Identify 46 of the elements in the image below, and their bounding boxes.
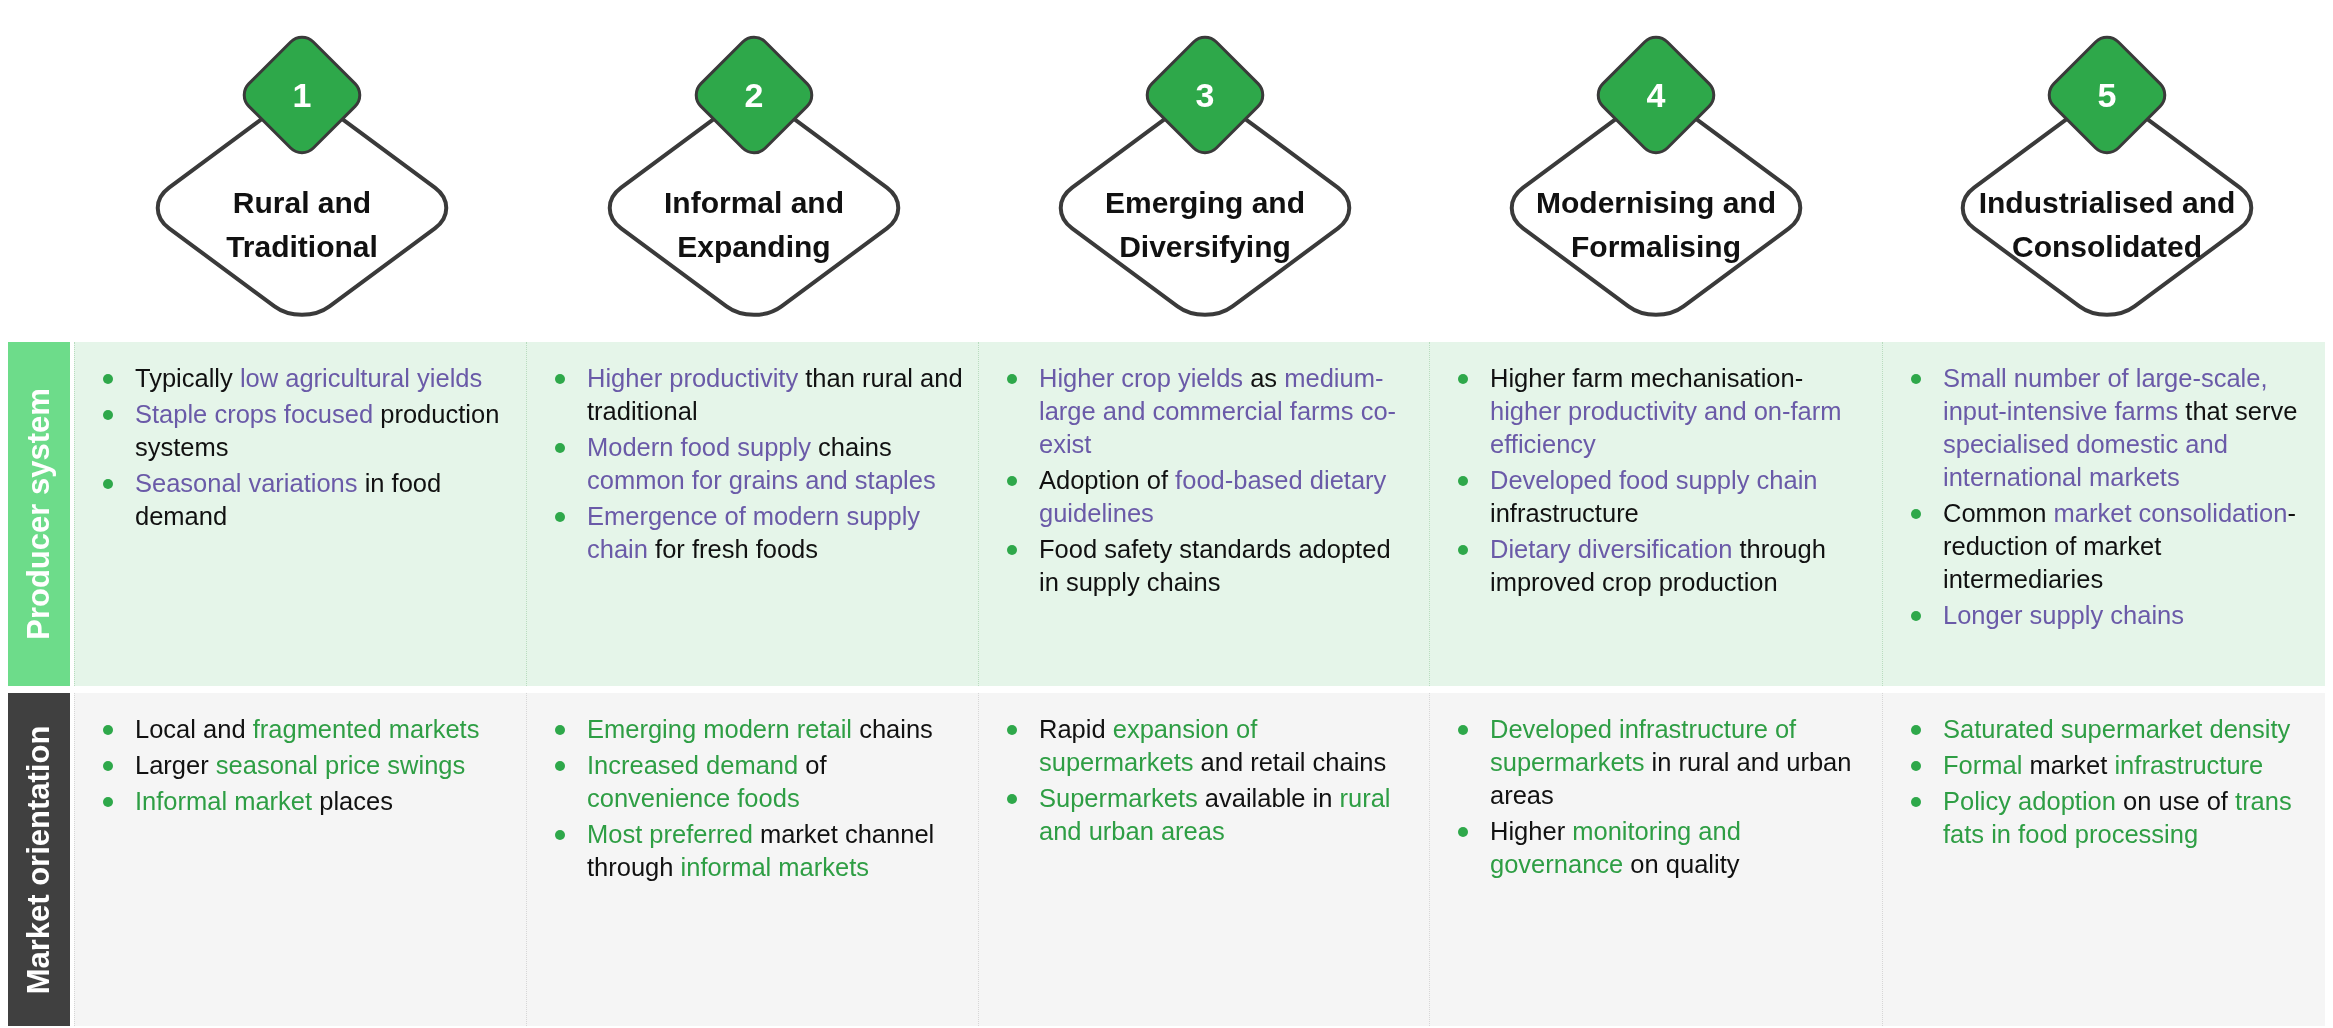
- bullet-text: Typically low agricultural yields: [135, 364, 483, 392]
- bullet-text: Developed infrastructure of supermarkets in rural and urban areas: [1490, 715, 1852, 809]
- bullet-text: Larger seasonal price swings: [135, 751, 466, 779]
- table-cell: [978, 693, 1429, 1026]
- stage-title: Modernising and Formalising: [1535, 185, 1777, 265]
- table-cell: [74, 342, 526, 686]
- bullet-text: Saturated supermarket density: [1943, 715, 2291, 743]
- bullet-text: Supermarkets available in rural and urban areas: [1039, 784, 1391, 845]
- table-cell: [1882, 342, 2325, 686]
- bullet-text: Emerging modern retail chains: [587, 715, 933, 743]
- table-cell: [526, 693, 978, 1026]
- bullet-text: Local and fragmented markets: [135, 715, 480, 743]
- stage-title: Informal and Expanding: [663, 185, 845, 265]
- bullet-text: Adoption of food-based dietary guidelines: [1039, 466, 1387, 527]
- stage-number: 3: [1195, 75, 1215, 115]
- bullet-text: Dietary diversification through improved crop production: [1490, 535, 1826, 596]
- table-cell: [1429, 693, 1882, 1026]
- bullet-text: Common market consolidation- reduction of market intermediaries: [1943, 499, 2296, 593]
- bullet-text: Emergence of modern supply chain for fresh foods: [587, 502, 921, 563]
- bullet-text: Modern food supply chains common for grains and staples: [587, 433, 936, 494]
- row-header: [8, 342, 70, 686]
- stage-number: 2: [744, 75, 764, 115]
- row-header: [8, 693, 70, 1026]
- stage-number: 4: [1646, 75, 1666, 115]
- bullet-text: Policy adoption on use of trans fats in food processing: [1943, 787, 2292, 848]
- table-cell: [1429, 342, 1882, 686]
- bullet-text: Increased demand of convenience foods: [587, 751, 827, 812]
- bullet-text: Food safety standards adopted in supply chains: [1039, 535, 1391, 596]
- bullet-text: Most preferred market channel through informal markets: [587, 820, 935, 881]
- bullet-text: Seasonal variations in food demand: [135, 469, 442, 530]
- table-cell: [74, 693, 526, 1026]
- bullet-text: Higher farm mechanisation- higher productivity and on-farm efficiency: [1490, 364, 1842, 458]
- bullet-text: Formal market infrastructure: [1943, 751, 2264, 779]
- stage-title: Industrialised and Consolidated: [1977, 185, 2237, 265]
- bullet-text: Longer supply chains: [1943, 601, 2184, 629]
- table-cell: [1882, 693, 2325, 1026]
- row-header-text: Market orientation: [21, 725, 57, 994]
- stage-title: Rural and Traditional: [225, 185, 379, 265]
- stage-title: Emerging and Diversifying: [1104, 185, 1306, 265]
- table-cell: [978, 342, 1429, 686]
- row-header-text: Producer system: [21, 388, 57, 640]
- table-cell: [526, 342, 978, 686]
- stage-number: 1: [292, 75, 312, 115]
- bullet-text: Higher monitoring and governance on quality: [1490, 817, 1741, 878]
- bullet-text: Informal market places: [135, 787, 393, 815]
- stage-number: 5: [2097, 75, 2117, 115]
